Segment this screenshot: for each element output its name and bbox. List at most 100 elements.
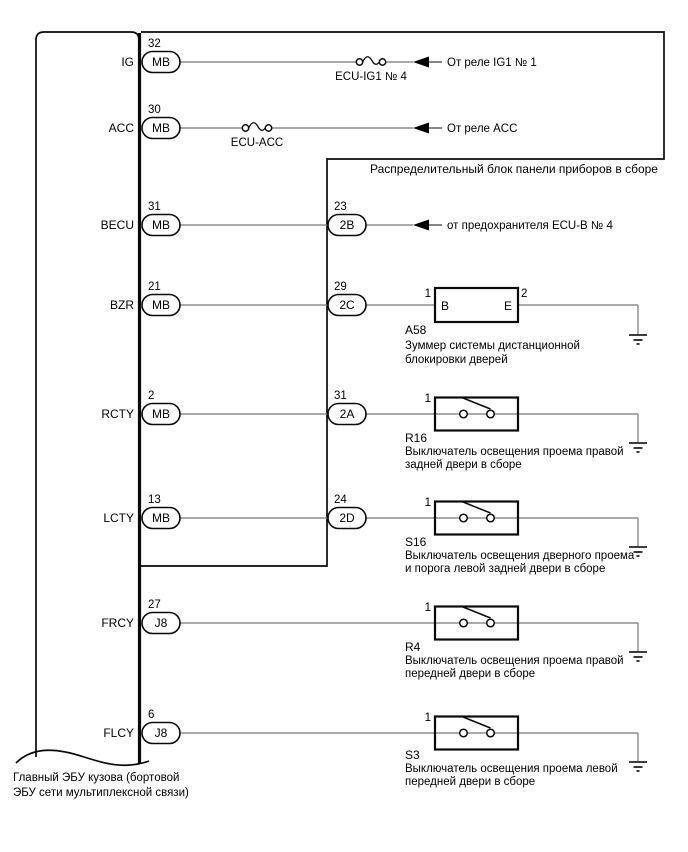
row-flcy: 1 S3 Выключатель освещения проема левой …: [103, 709, 647, 788]
switch-contact-icon: [458, 728, 469, 738]
row-ig: ECU-IG1 № 4 От реле IG1 № 1 MB 32 IG: [121, 38, 536, 83]
ecu-pin-oval: [141, 213, 181, 237]
source-arrow-icon: [413, 122, 429, 134]
fuse-terminal-icon: [264, 124, 273, 132]
component-desc-line2: передней двери в сборе: [405, 776, 535, 788]
row-frcy: 1 R4 Выключатель освещения проема правой…: [101, 599, 647, 680]
component-desc-line2: блокировки дверей: [405, 354, 508, 366]
source-label: от предохранителя ECU-B № 4: [447, 220, 613, 232]
ecu-pin-name: BZR: [110, 298, 134, 312]
component-id: S3: [405, 748, 420, 762]
switch-contact-icon: [458, 618, 469, 628]
component-desc-line1: Выключатель освещения проема правой: [405, 446, 624, 458]
jb-pin-number: 23: [334, 201, 347, 213]
ecu-pin-name: RCTY: [101, 407, 134, 421]
component-pin-number: 1: [425, 602, 431, 614]
fuse-element-icon: [248, 122, 266, 131]
ecu-pin-name: IG: [121, 55, 134, 69]
ecu-pin-number: 27: [148, 599, 161, 611]
ecu-pin-number: 30: [148, 104, 161, 116]
component-desc-line2: и порога левой задней двери в сборе: [405, 563, 605, 575]
component-desc-line1: Выключатель освещения проема правой: [405, 655, 624, 667]
ecu-pin-connector: MB: [152, 218, 170, 232]
fuse-terminal-icon: [355, 58, 364, 66]
ecu-pin-oval: [141, 293, 181, 317]
ecu-pin-connector: J8: [155, 726, 168, 740]
ecu-pin-oval: [141, 721, 181, 745]
switch-blade-icon: [462, 716, 491, 729]
switch-blade-icon: [462, 397, 491, 410]
jb-pin-connector: 2B: [340, 218, 355, 232]
jb-pin-oval: [327, 506, 367, 530]
source-arrow-icon: [413, 56, 429, 68]
component-pin-number: 1: [425, 393, 431, 405]
row-acc: ECU-ACC От реле ACC MB 30 ACC: [109, 104, 518, 149]
ecu-pin-name: BECU: [101, 218, 134, 232]
component-pin-number: 2: [521, 288, 527, 300]
jb-pin-number: 29: [334, 281, 347, 293]
ecu-pin-connector: MB: [152, 55, 170, 69]
component-id: R16: [405, 431, 427, 445]
component-pin-number: 1: [425, 712, 431, 724]
ecu-pin-oval: [141, 506, 181, 530]
row-becu: от предохранителя ECU-B № 4 MB 31 BECU 2…: [101, 201, 613, 237]
switch-box: [433, 396, 520, 432]
fuse-label: ECU-ACC: [231, 137, 283, 149]
jb-pin-oval: [327, 293, 367, 317]
jb-pin-number: 24: [334, 494, 347, 506]
switch-contact-icon: [458, 513, 469, 523]
ecu-pin-connector: J8: [155, 616, 168, 630]
jb-pin-oval: [327, 213, 367, 237]
switch-blade-icon: [462, 501, 491, 514]
buzzer-terminal-in: B: [441, 299, 449, 313]
component-id: S16: [405, 535, 427, 549]
ecu-pin-connector: MB: [152, 511, 170, 525]
component-pin-number: 1: [425, 288, 431, 300]
switch-contact-icon: [485, 409, 496, 419]
fuse-terminal-icon: [241, 124, 250, 132]
source-label: От реле IG1 № 1: [447, 57, 537, 69]
fuse-terminal-icon: [378, 58, 387, 66]
ecu-pin-name: LCTY: [103, 511, 134, 525]
jb-pin-connector: 2D: [339, 511, 355, 525]
ecu-pin-number: 2: [148, 390, 154, 402]
ecu-pin-number: 6: [148, 709, 154, 721]
component-desc-line1: Выключатель освещения проема левой: [405, 763, 618, 775]
switch-contact-icon: [485, 618, 496, 628]
ecu-pin-oval: [141, 402, 181, 426]
component-desc-line1: Выключатель освещения дверного проема: [405, 550, 635, 562]
component-id: R4: [405, 640, 421, 654]
ecu-pin-number: 21: [148, 281, 161, 293]
switch-contact-icon: [485, 728, 496, 738]
switch-box: [433, 500, 520, 536]
ecu-pin-number: 31: [148, 201, 161, 213]
ecu-label-line2: ЭБУ сети мультиплексной связи): [13, 787, 189, 799]
fuse-element-icon: [362, 56, 380, 65]
ecu-pin-name: ACC: [109, 121, 135, 135]
switch-contact-icon: [485, 513, 496, 523]
component-id: A58: [405, 323, 427, 337]
ecu-pin-oval: [141, 50, 181, 74]
switch-contact-icon: [458, 409, 469, 419]
buzzer-terminal-out: E: [504, 299, 512, 313]
ecu-pin-connector: MB: [152, 407, 170, 421]
ecu-pin-oval: [141, 116, 181, 140]
ecu-pin-number: 13: [148, 494, 161, 506]
row-bzr: B E 1 2 A58 Зуммер системы дистанционной…: [110, 281, 647, 366]
ecu-pin-name: FRCY: [101, 616, 134, 630]
component-pin-number: 1: [425, 497, 431, 509]
ecu-pin-connector: MB: [152, 298, 170, 312]
switch-box: [433, 715, 520, 751]
jb-pin-oval: [327, 402, 367, 426]
junction-block-outline: [141, 31, 665, 567]
ecu-label-line1: Главный ЭБУ кузова (бортовой: [13, 772, 179, 784]
fuse-label: ECU-IG1 № 4: [335, 71, 407, 83]
component-desc-line1: Зуммер системы дистанционной: [405, 340, 580, 352]
jb-pin-connector: 2C: [339, 298, 355, 312]
source-label: От реле ACC: [447, 123, 517, 135]
row-lcty: 1 S16 Выключатель освещения дверного про…: [103, 494, 647, 575]
switch-blade-icon: [462, 606, 491, 619]
ecu-pin-number: 32: [148, 38, 161, 50]
